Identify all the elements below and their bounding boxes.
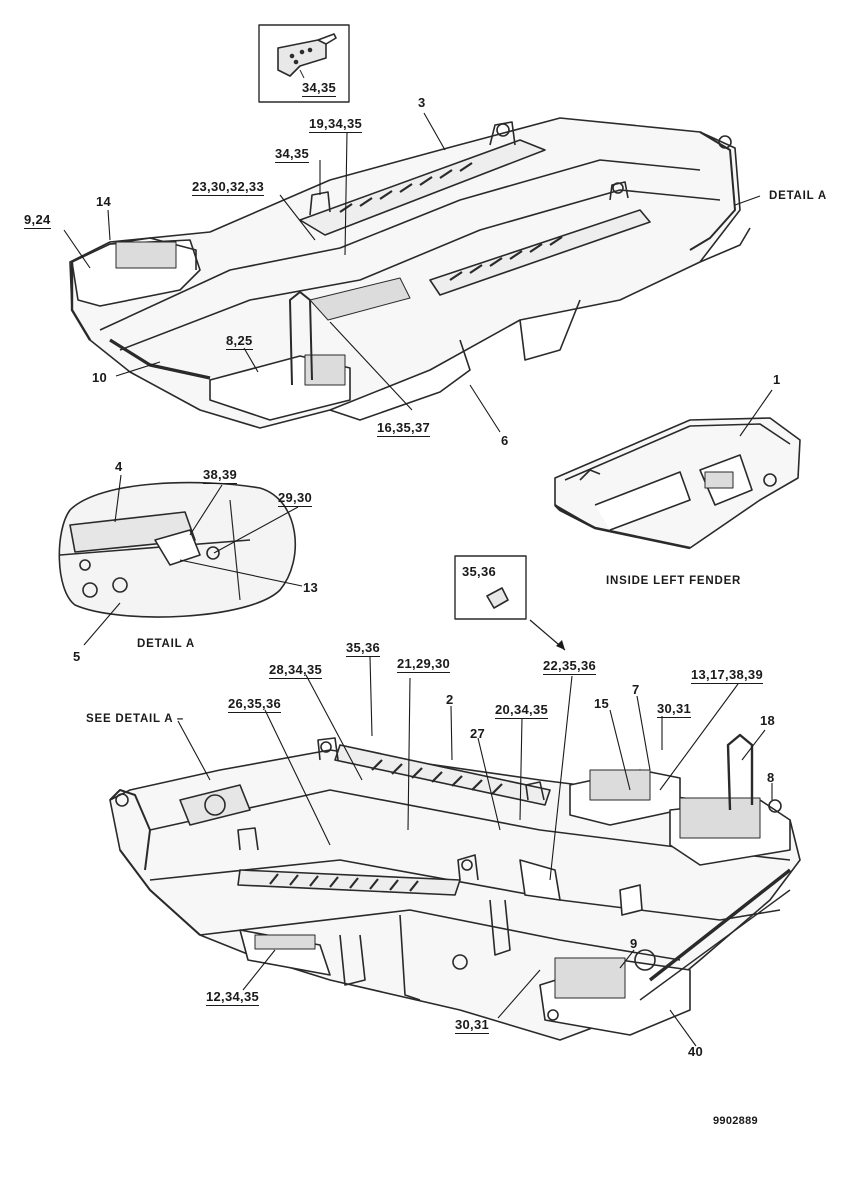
callout-30-31-top: 30,31 xyxy=(657,701,692,718)
callout-13-17-38-39: 13,17,38,39 xyxy=(691,667,763,684)
callout-2: 2 xyxy=(446,692,454,707)
callout-40: 40 xyxy=(688,1044,704,1059)
callout-35-36-inset: 35,36 xyxy=(462,564,497,579)
callout-28-34-35: 28,34,35 xyxy=(269,662,323,679)
callout-20-34-35: 20,34,35 xyxy=(495,702,549,719)
clip-part-icon xyxy=(486,587,509,609)
document-number: 9902889 xyxy=(713,1115,758,1127)
callout-5: 5 xyxy=(73,649,81,664)
callout-9: 9 xyxy=(630,936,638,951)
inset-box-bracket xyxy=(258,24,350,103)
callout-35-36: 35,36 xyxy=(346,640,381,657)
caption-see-detail-a: SEE DETAIL A – xyxy=(86,713,185,725)
callout-27: 27 xyxy=(470,726,486,741)
callout-14: 14 xyxy=(96,194,112,209)
callout-15: 15 xyxy=(594,696,610,711)
caption-inside-left-fender: INSIDE LEFT FENDER xyxy=(606,575,742,587)
callout-22-35-36: 22,35,36 xyxy=(543,658,597,675)
callout-1: 1 xyxy=(773,372,781,387)
callout-26-35-36: 26,35,36 xyxy=(228,696,282,713)
caption-detail-a: DETAIL A xyxy=(137,638,195,650)
upper-frame-assembly xyxy=(69,117,751,429)
callout-38-39: 38,39 xyxy=(203,467,238,484)
callout-34-35-inset: 34,35 xyxy=(302,80,337,97)
callout-9-24: 9,24 xyxy=(24,212,51,229)
caption-detail-a-ref: DETAIL A xyxy=(769,190,827,202)
lower-frame-assembly xyxy=(109,733,801,1041)
callout-7: 7 xyxy=(632,682,640,697)
leader-lines xyxy=(63,112,773,1047)
inside-left-fender-assembly xyxy=(554,417,801,550)
callout-12-34-35: 12,34,35 xyxy=(206,989,260,1006)
callout-29-30: 29,30 xyxy=(278,490,313,507)
callout-8-25: 8,25 xyxy=(226,333,253,350)
callout-4: 4 xyxy=(115,459,123,474)
callout-19-34-35: 19,34,35 xyxy=(309,116,363,133)
detail-a-view xyxy=(58,481,297,618)
callout-13: 13 xyxy=(303,580,319,595)
inset-box-clip xyxy=(454,555,527,620)
callout-18: 18 xyxy=(760,713,776,728)
callout-30-31-bottom: 30,31 xyxy=(455,1017,490,1034)
callout-6: 6 xyxy=(501,433,509,448)
callout-10: 10 xyxy=(92,370,108,385)
callout-8: 8 xyxy=(767,770,775,785)
callout-3: 3 xyxy=(418,95,426,110)
callout-16-35-37: 16,35,37 xyxy=(377,420,431,437)
callout-23-30-32-33: 23,30,32,33 xyxy=(192,179,264,196)
bracket-part-icon xyxy=(277,33,337,79)
callout-34-35: 34,35 xyxy=(275,146,310,163)
callout-21-29-30: 21,29,30 xyxy=(397,656,451,673)
